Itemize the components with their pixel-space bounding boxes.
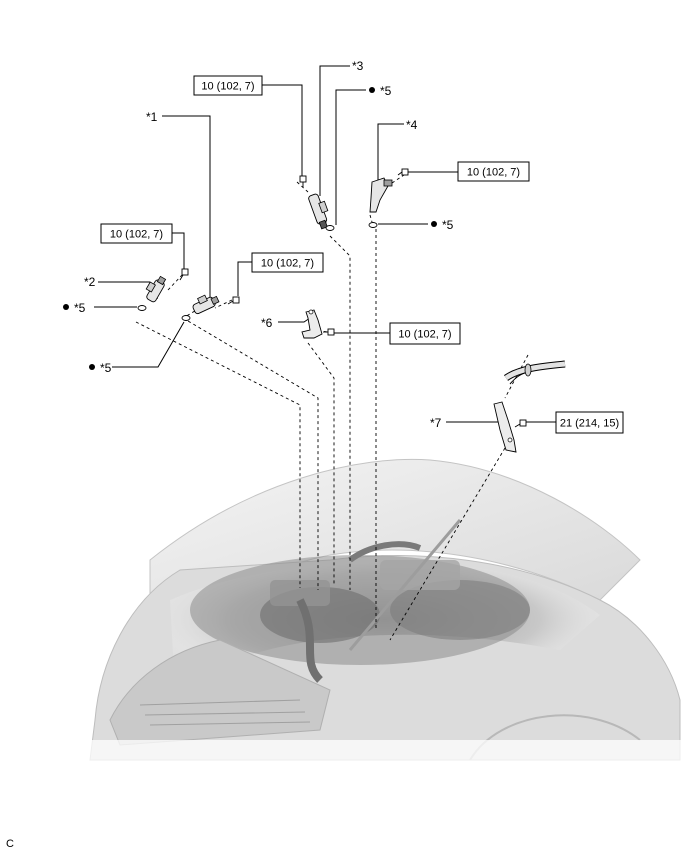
torque-spec-label: 10 (102, 7) — [261, 258, 314, 270]
torque-spec-box-right: 10 (102, 7) — [457, 161, 530, 182]
callout-5-top: *5 — [380, 84, 392, 98]
filled-circle-icon — [431, 221, 437, 227]
part-4-sensor — [369, 177, 393, 213]
assembly-guide-lines — [135, 174, 529, 641]
o-ring-icon — [325, 225, 335, 231]
torque-spec-box-left: 10 (102, 7) — [100, 223, 173, 244]
part-1-sensor — [192, 294, 220, 315]
filled-circle-icon — [89, 364, 95, 370]
bolt-icon — [179, 268, 189, 281]
leader-lines — [94, 65, 556, 423]
bolt-icon — [397, 168, 409, 176]
callout-5-left: *5 — [74, 301, 86, 315]
o-ring-icon — [368, 222, 378, 228]
torque-spec-box-stay: 21 (214, 15) — [555, 411, 624, 434]
bolt-icon — [227, 296, 240, 305]
torque-spec-box-center: 10 (102, 7) — [251, 252, 324, 273]
engine-bay-illustration — [80, 458, 688, 780]
callout-5-right: *5 — [442, 218, 454, 232]
callout-3: *3 — [352, 59, 364, 73]
o-rings — [137, 222, 378, 321]
callout-7: *7 — [430, 416, 442, 430]
torque-spec-label: 21 (214, 15) — [560, 418, 619, 430]
torque-spec-box-top: 10 (102, 7) — [193, 75, 263, 96]
bolt-icon — [323, 328, 335, 336]
torque-spec-label: 10 (102, 7) — [467, 167, 520, 179]
callout-1: *1 — [146, 110, 158, 124]
filled-circle-icon — [369, 87, 375, 93]
callout-4: *4 — [406, 118, 418, 132]
part-7-stay — [493, 401, 517, 453]
filled-circle-icon — [63, 304, 69, 310]
o-ring-icon — [181, 315, 191, 321]
o-ring-icon — [137, 305, 147, 311]
callout-6: *6 — [261, 316, 273, 330]
bolts — [179, 168, 527, 428]
torque-spec-label: 10 (102, 7) — [110, 229, 163, 241]
bolt-icon — [299, 175, 307, 187]
callout-5-mid: *5 — [100, 361, 112, 375]
figure-code: C — [6, 838, 14, 850]
torque-spec-label: 10 (102, 7) — [201, 81, 254, 93]
part-6-bracket — [301, 309, 323, 339]
part-3-sensor — [308, 193, 329, 230]
callout-2: *2 — [84, 275, 96, 289]
torque-spec-box-bracket: 10 (102, 7) — [389, 322, 461, 345]
torque-spec-label: 10 (102, 7) — [398, 329, 451, 341]
bolt-icon — [514, 419, 527, 428]
hose — [503, 360, 566, 385]
part-2-sensor — [145, 275, 167, 303]
